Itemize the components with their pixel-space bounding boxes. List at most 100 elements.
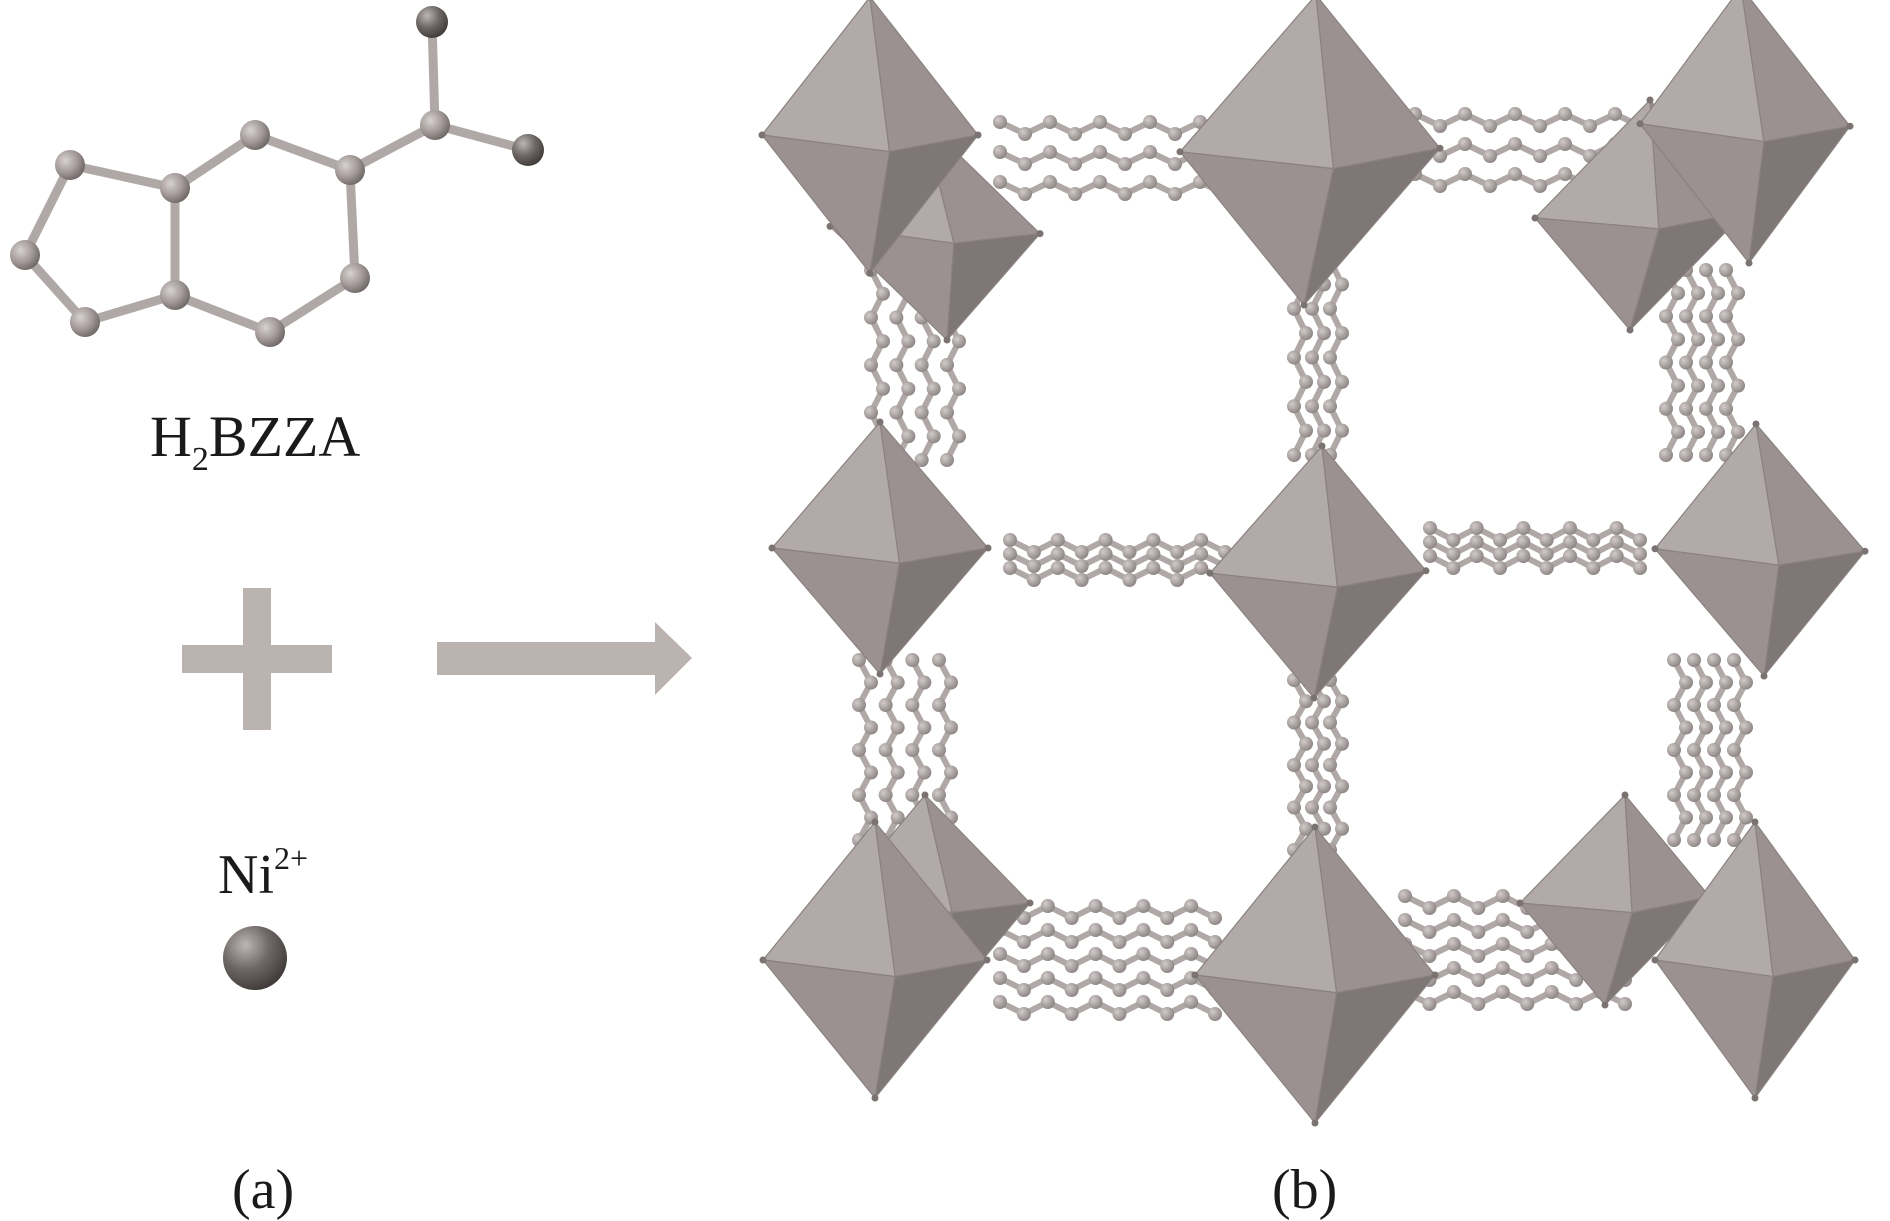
linker-atom (1168, 127, 1182, 141)
linker-atom (1679, 765, 1693, 780)
octahedron-face (1654, 959, 1774, 1099)
linker-atom (1586, 533, 1601, 547)
linker-atom (1446, 889, 1461, 903)
linker-atom (1168, 157, 1182, 171)
linker-atom (952, 429, 966, 444)
linker-atom (1050, 561, 1065, 575)
linker-atom (1323, 758, 1337, 772)
linker-atom (1093, 175, 1107, 189)
linker-atom (1112, 959, 1127, 973)
ligand-atom (255, 317, 285, 347)
ligand-atom (340, 263, 370, 293)
octahedron-face (1313, 570, 1427, 699)
ligand-label-subscript: 2 (191, 441, 209, 478)
linker-atom (1633, 561, 1647, 575)
linker-atom (1423, 549, 1437, 563)
linker-atom (1469, 535, 1484, 549)
ligand-label-prefix: H (150, 404, 192, 469)
octahedron-vertex (1422, 567, 1430, 575)
octahedron-vertex (974, 131, 982, 139)
linker-atom (1679, 448, 1693, 462)
octahedron-vertex (1036, 230, 1044, 238)
linker-atom (1533, 179, 1547, 193)
linker-atom (952, 381, 966, 396)
linker-atom (1719, 309, 1733, 324)
linker-atom (1299, 779, 1313, 794)
linker-atom (1691, 378, 1705, 393)
linker-atom (1305, 350, 1319, 365)
linker-atom (917, 720, 932, 735)
octahedron-face (1754, 959, 1856, 1099)
linker-atom (1516, 549, 1531, 563)
linker-atom (1064, 959, 1079, 973)
linker-atom (1422, 997, 1437, 1011)
octahedron-node (1651, 420, 1869, 680)
linker-atom (944, 720, 958, 735)
linker-atom (1727, 653, 1741, 667)
linker-atom (1539, 547, 1554, 561)
linker-atom (1544, 961, 1559, 975)
octahedron-face (1624, 794, 1711, 914)
linker-atom (1112, 911, 1127, 925)
linker-atom (1671, 424, 1685, 439)
linker-atom (1335, 779, 1349, 794)
linker-atom (1699, 810, 1713, 825)
linker-atom (1731, 424, 1745, 439)
octahedron-vertex (1621, 791, 1629, 799)
octahedron-face (1314, 826, 1436, 994)
linker-atom (1469, 549, 1484, 563)
linker-atom (944, 765, 958, 780)
octahedron-face (1194, 826, 1338, 994)
octahedron-vertex (866, 269, 874, 277)
octahedron-face (1314, 974, 1436, 1124)
linker-atom (1719, 263, 1733, 277)
linker-atom (1184, 995, 1199, 1009)
linker-atom (1088, 947, 1103, 961)
linker-atom (1040, 995, 1055, 1009)
linker-atom (1208, 1007, 1222, 1021)
octahedron-face (1209, 445, 1339, 588)
linker-atom (878, 743, 893, 757)
linker-atom (1659, 448, 1673, 462)
linker-bond (1008, 537, 1227, 555)
linker-atom (1699, 720, 1713, 735)
linker-atom (1317, 736, 1331, 751)
octahedron-vertex (1861, 547, 1869, 555)
linker-atom (1446, 985, 1461, 999)
linker-atom (905, 788, 920, 802)
linker-atom (1118, 157, 1132, 171)
linker-atom (1068, 157, 1082, 171)
linker-atom (1068, 127, 1082, 141)
right-arrow-icon (437, 622, 692, 695)
octahedron-face (1748, 125, 1851, 264)
linker-bond (998, 179, 1227, 197)
linker-atom (1719, 675, 1733, 690)
octahedron-face (1763, 550, 1866, 677)
linker-atom (917, 765, 932, 780)
linker-atom (1719, 765, 1733, 780)
octahedron-vertex (1431, 971, 1439, 979)
linker-atom (1719, 355, 1733, 370)
linker-atom (1671, 286, 1685, 301)
octahedron-face (946, 233, 1041, 341)
octahedron-vertex (921, 791, 929, 799)
linker-atom (1483, 119, 1497, 133)
linker-atom (1335, 326, 1349, 341)
linker-atom (1671, 378, 1685, 393)
linker-atom (1335, 694, 1349, 709)
octahedron-vertex (1752, 420, 1760, 428)
linker-atom (1112, 983, 1127, 997)
linker-atom (1160, 959, 1175, 973)
linker-atom (1679, 355, 1693, 370)
linker-atom (890, 675, 905, 690)
linker-atom (940, 453, 954, 467)
octahedron-vertex (1191, 971, 1199, 979)
octahedron-vertex (984, 544, 992, 552)
octahedron-face (1754, 821, 1856, 978)
linker-atom (1711, 424, 1725, 439)
linker-atom (1118, 187, 1132, 201)
linker-atom (1727, 743, 1741, 757)
linker-atom (1043, 145, 1057, 159)
linker-atom (1287, 758, 1301, 772)
linker-atom (1122, 559, 1137, 573)
